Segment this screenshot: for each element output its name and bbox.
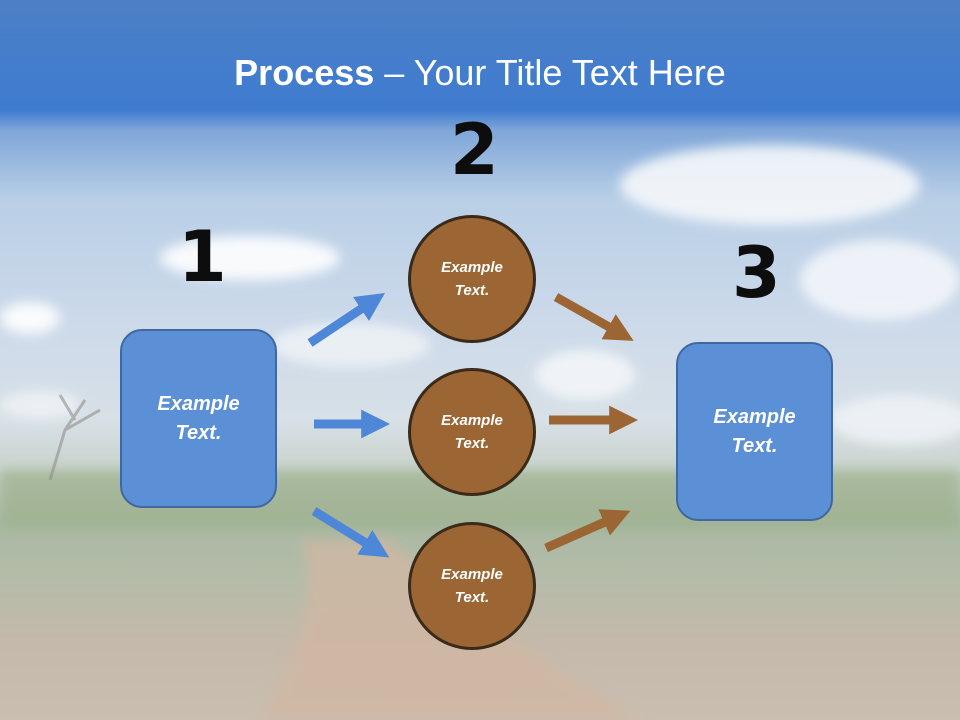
circle-middle-text: Example Text. <box>441 412 503 452</box>
step-1-text: Example Text. <box>157 392 240 444</box>
step-3-text: Example Text. <box>713 405 796 457</box>
step-1-box: Example Text. <box>120 329 277 508</box>
step-3-box: Example Text. <box>676 342 833 521</box>
arrow-right-down-brown <box>553 293 634 341</box>
arrow-right-up-brown <box>544 509 631 553</box>
circle-middle: Example Text. <box>408 368 536 496</box>
step-number-3: 3 <box>732 232 781 314</box>
step-number-2: 2 <box>450 109 499 191</box>
title-bold: Process <box>234 52 375 93</box>
slide-title: Process – Your Title Text Here <box>0 52 960 94</box>
circle-bottom-text: Example Text. <box>441 566 503 606</box>
circle-top-text: Example Text. <box>441 259 503 299</box>
arrow-right-up-blue <box>307 293 385 347</box>
circle-top: Example Text. <box>408 215 536 343</box>
circle-bottom: Example Text. <box>408 522 536 650</box>
title-rest: – Your Title Text Here <box>374 52 726 93</box>
step-number-1: 1 <box>178 216 227 298</box>
arrow-right-down-blue <box>311 507 390 558</box>
